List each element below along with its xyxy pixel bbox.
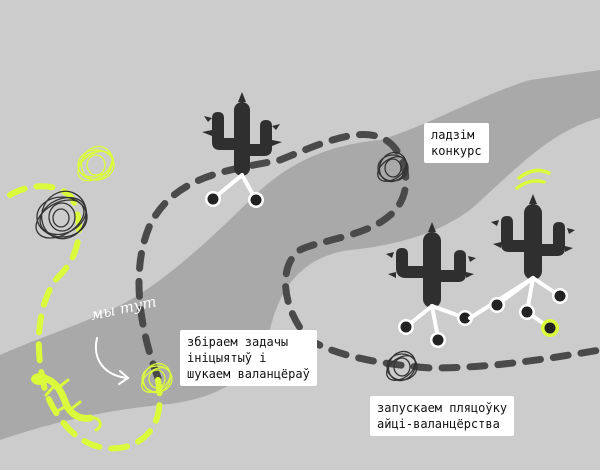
root-node [432, 334, 444, 346]
lizard-icon [31, 373, 102, 432]
cactus-icon [202, 92, 282, 176]
scribble-icon [386, 350, 418, 382]
accent-route-loop [7, 183, 163, 452]
root-node [250, 194, 262, 206]
label-line: ініцыятыў і [187, 351, 267, 365]
label-line: ладзім [431, 128, 475, 142]
root-node [207, 193, 219, 205]
label-line: шукаем валанцёраў [187, 367, 310, 381]
cactus-icon [386, 222, 476, 308]
label-line: айці-валанцёрства [377, 417, 500, 431]
label-contest: ладзім конкурс [424, 123, 489, 163]
root-node [459, 312, 471, 324]
root-node [400, 321, 412, 333]
arrow-icon [94, 337, 130, 385]
root-node [521, 306, 533, 318]
label-collect: збіраем задачы ініцыятыў і шукаем валанц… [180, 330, 317, 386]
route-path [135, 131, 600, 382]
label-line: збіраем задачы [187, 335, 289, 349]
scribble-icon [35, 190, 88, 240]
wifi-icon [515, 168, 551, 190]
cactus-icon [491, 194, 575, 280]
scribble-icon [377, 151, 409, 183]
scribble-icon [77, 145, 115, 182]
label-line: конкурс [431, 144, 482, 158]
label-line: запускаем пляцоўку [377, 401, 508, 415]
root-node-accent [544, 322, 556, 334]
root-node [491, 299, 503, 311]
root-node [554, 290, 566, 302]
scribble-icon [141, 362, 173, 394]
label-launch: запускаем пляцоўку айці-валанцёрства [370, 396, 515, 436]
